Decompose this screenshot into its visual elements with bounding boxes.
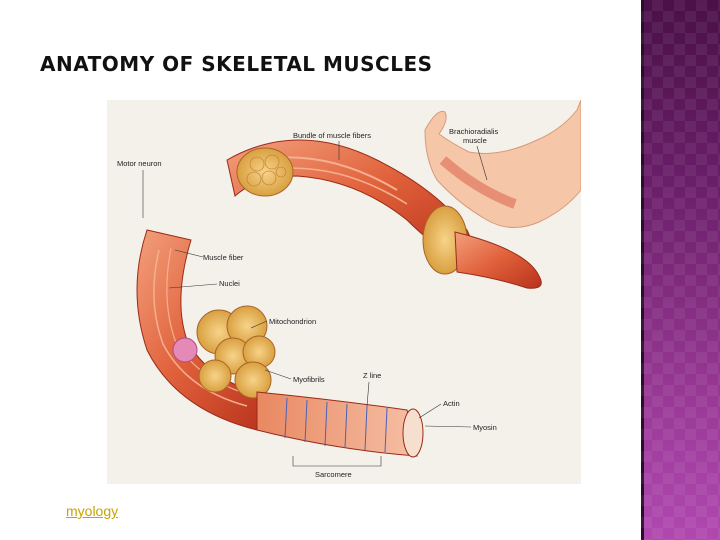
- label-brachioradialis-2: muscle: [463, 136, 487, 145]
- myofibril-cluster: [172, 305, 276, 399]
- label-z-line: Z line: [363, 371, 381, 380]
- arm-shape: [424, 100, 581, 228]
- side-bar-pattern: [641, 0, 720, 540]
- label-myofibrils: Myofibrils: [293, 375, 325, 384]
- label-mitochondrion: Mitochondrion: [269, 317, 316, 326]
- label-actin: Actin: [443, 399, 460, 408]
- label-nuclei: Nuclei: [219, 279, 240, 288]
- diagram-labels: Bundle of muscle fibers Brachioradialis …: [117, 127, 498, 479]
- label-myosin: Myosin: [473, 423, 497, 432]
- slide-title: ANATOMY OF SKELETAL MUSCLES: [40, 52, 433, 76]
- label-sarcomere: Sarcomere: [315, 470, 352, 479]
- muscle-anatomy-illustration: Bundle of muscle fibers Brachioradialis …: [107, 100, 581, 484]
- muscle-diagram: Bundle of muscle fibers Brachioradialis …: [117, 100, 581, 479]
- decorative-side-bar: [641, 0, 720, 540]
- label-motor-neuron: Motor neuron: [117, 159, 162, 168]
- myology-link[interactable]: myology: [66, 503, 119, 519]
- label-bundle: Bundle of muscle fibers: [293, 131, 371, 140]
- label-muscle-fiber: Muscle fiber: [203, 253, 244, 262]
- label-brachioradialis-1: Brachioradialis: [449, 127, 498, 136]
- myofibril-striations: [256, 391, 424, 458]
